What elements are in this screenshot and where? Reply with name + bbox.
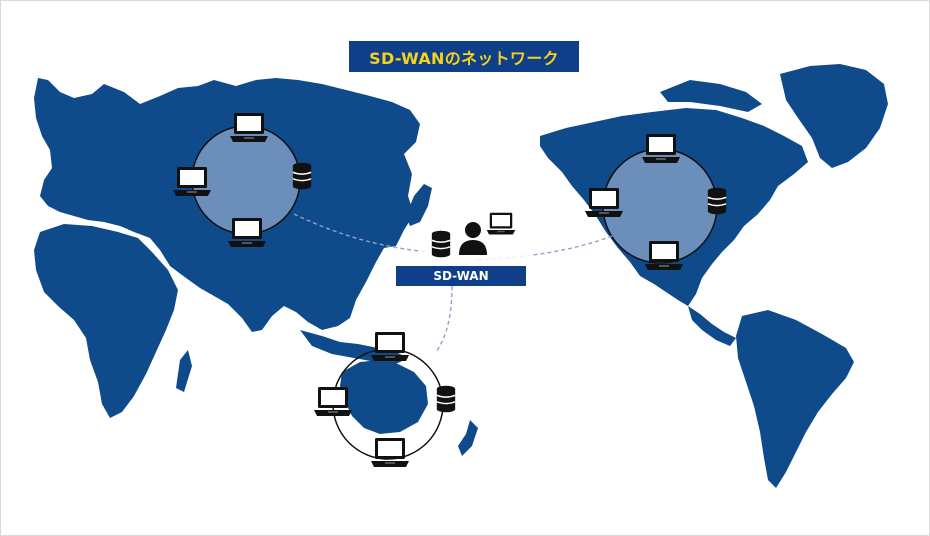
database-icon: [436, 385, 456, 413]
africa: [34, 224, 178, 418]
british-isles: [52, 144, 66, 170]
greenland: [780, 64, 888, 168]
link-australia-hub: [435, 285, 453, 353]
new-zealand: [458, 420, 478, 456]
database-icon: [292, 162, 312, 190]
laptop-icon: [371, 332, 409, 361]
sd-wan-hub-label: SD-WAN: [396, 266, 526, 286]
laptop-icon: [314, 387, 352, 416]
database-icon: [431, 230, 451, 258]
japan: [406, 184, 432, 226]
link-europe-hub: [293, 213, 431, 253]
laptop-icon: [486, 212, 516, 235]
laptop-icon: [585, 188, 623, 217]
laptop-icon: [645, 241, 683, 270]
database-icon: [707, 187, 727, 215]
diagram-title: SD-WANのネットワーク: [349, 41, 579, 72]
canadian-islands: [660, 80, 762, 112]
sd-wan-hub-devices: [420, 212, 532, 264]
site-europe: [191, 125, 301, 235]
madagascar: [176, 350, 192, 392]
laptop-icon: [230, 113, 268, 142]
central-america: [688, 306, 736, 346]
australia: [340, 360, 428, 434]
laptop-icon: [228, 218, 266, 247]
laptop-icon: [371, 438, 409, 467]
south-america: [736, 310, 854, 488]
laptop-icon: [642, 134, 680, 163]
laptop-icon: [173, 167, 211, 196]
scandinavia: [96, 96, 132, 142]
